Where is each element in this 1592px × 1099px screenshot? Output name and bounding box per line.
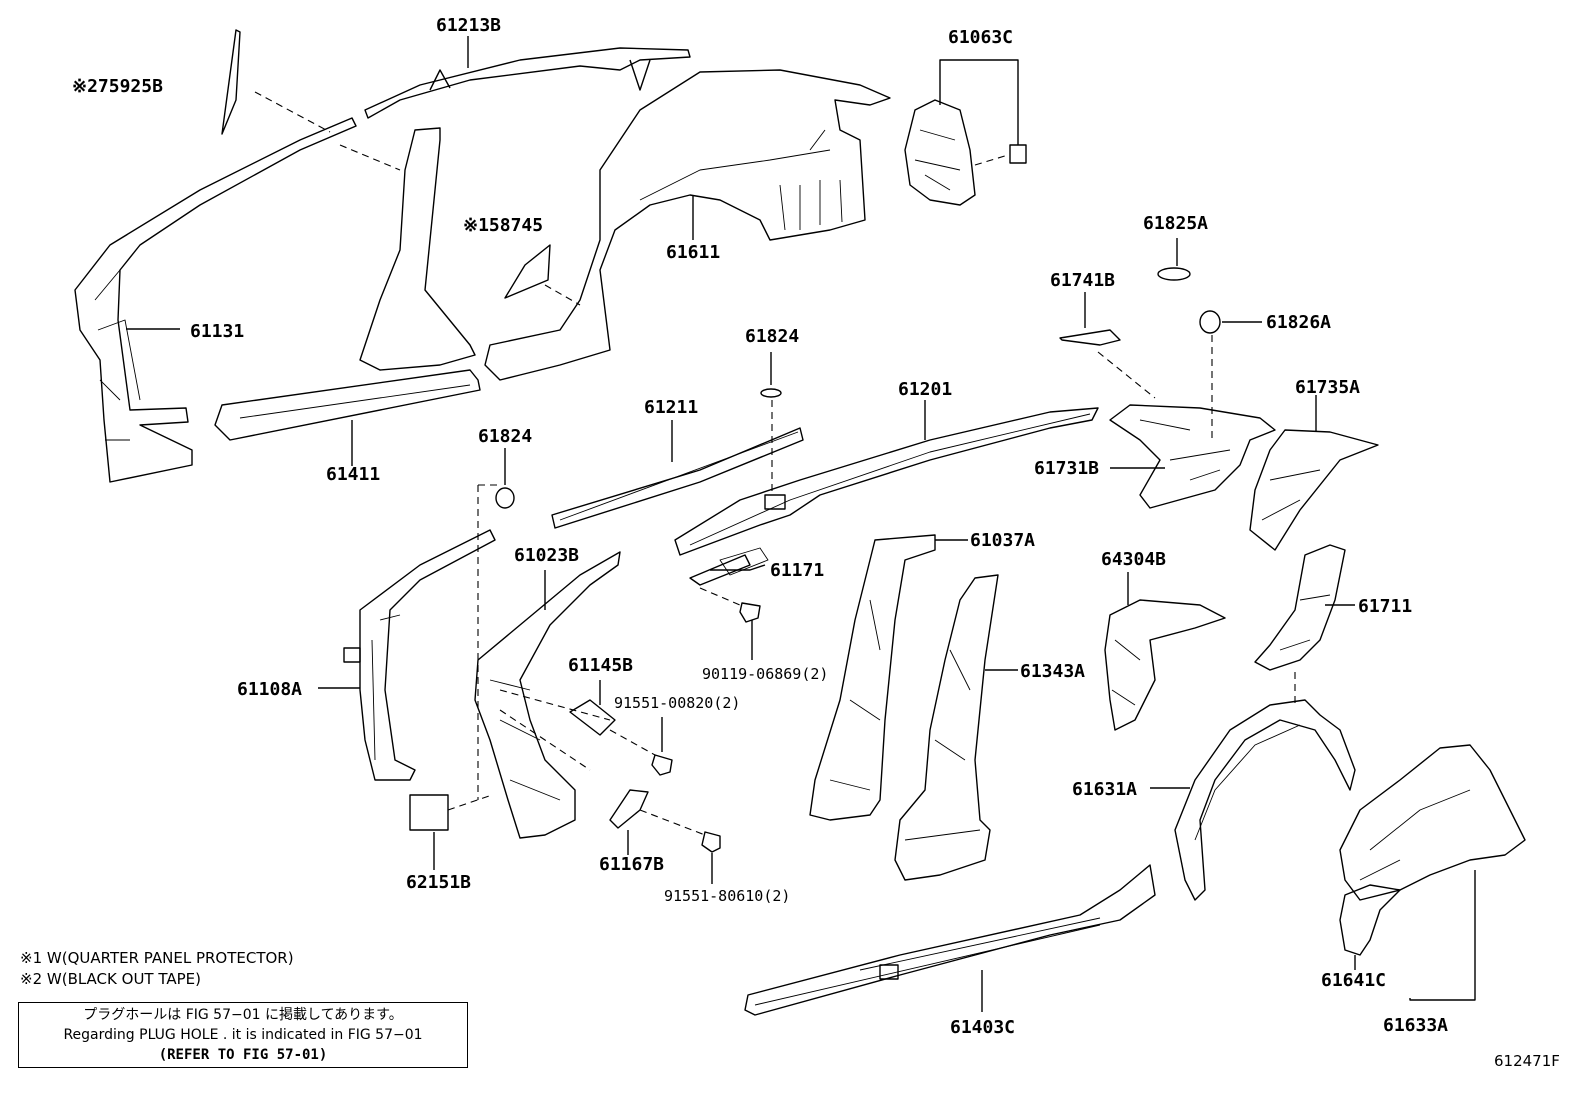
part-61641C-shape <box>1339 884 1401 970</box>
label-61167B: 61167B <box>599 854 665 875</box>
notice-jp: プラグホールは FIG 57−01 に掲載してあります。 <box>83 1007 403 1023</box>
label-61213B: 61213B <box>436 15 502 36</box>
label-91551-80610: 91551-80610(2) <box>664 887 791 905</box>
label-61611: 61611 <box>666 242 721 263</box>
figure-id: 612471F <box>1494 1052 1560 1070</box>
part-61145B-shape <box>569 680 673 776</box>
label-64304B: 64304B <box>1101 549 1167 570</box>
part-64304B-shape <box>1104 572 1226 731</box>
label-61403C: 61403C <box>950 1017 1016 1038</box>
footnote-1: ※1 W(QUARTER PANEL PROTECTOR) <box>20 949 294 967</box>
part-61411-shape <box>214 127 481 466</box>
notice-en: Regarding PLUG HOLE . it is indicated in… <box>63 1027 423 1043</box>
part-61131-shape <box>74 117 401 483</box>
label-75925B: ※275925B <box>72 76 163 97</box>
part-61037A-shape <box>809 534 968 821</box>
part-61108A-shape <box>318 484 500 800</box>
part-61023B-shape <box>409 551 621 870</box>
label-61824-left: 61824 <box>478 426 533 447</box>
part-61167B-shape <box>609 789 721 884</box>
label-61824-top: 61824 <box>745 326 800 347</box>
label-91551-00820: 91551-00820(2) <box>614 694 741 712</box>
label-61201: 61201 <box>898 379 953 400</box>
part-61611-shape <box>484 69 891 381</box>
label-61063C: 61063C <box>948 27 1014 48</box>
part-61213B-shape <box>364 36 691 119</box>
label-158745: ※158745 <box>463 215 544 236</box>
label-61037A: 61037A <box>970 530 1036 551</box>
label-90119-06869: 90119-06869(2) <box>702 665 829 683</box>
label-61741B: 61741B <box>1050 270 1116 291</box>
footnotes: ※1 W(QUARTER PANEL PROTECTOR) ※2 W(BLACK… <box>20 948 294 990</box>
part-61711-shape <box>1254 544 1355 705</box>
part-61631A-shape <box>1150 699 1356 901</box>
label-61825A: 61825A <box>1143 213 1209 234</box>
label-61735A: 61735A <box>1295 377 1361 398</box>
part-61735A-shape <box>1249 395 1379 551</box>
label-61633A: 61633A <box>1383 1015 1449 1036</box>
label-61145B: 61145B <box>568 655 634 676</box>
label-61641C: 61641C <box>1321 970 1387 991</box>
label-61343A: 61343A <box>1020 661 1086 682</box>
label-61711: 61711 <box>1358 596 1413 617</box>
label-61631A: 61631A <box>1072 779 1138 800</box>
label-61411: 61411 <box>326 464 381 485</box>
part-75925B-shape <box>221 29 331 135</box>
part-61063C-shape <box>904 59 1027 206</box>
label-62151B: 62151B <box>406 872 472 893</box>
part-61171-shape <box>689 547 769 660</box>
plug-hole-notice: プラグホールは FIG 57−01 に掲載してあります。 Regarding P… <box>18 1002 468 1068</box>
label-61826A: 61826A <box>1266 312 1332 333</box>
part-61731B-shape <box>1109 404 1276 509</box>
part-61201-shape <box>674 400 1099 556</box>
part-61741B-shape <box>1059 292 1156 399</box>
notice-refer: (REFER TO FIG 57-01) <box>158 1047 328 1063</box>
footnote-2: ※2 W(BLACK OUT TAPE) <box>20 970 201 988</box>
part-61403C-shape <box>744 864 1156 1016</box>
part-plugs-shape <box>495 238 1262 509</box>
label-61171: 61171 <box>770 560 825 581</box>
part-61211-shape <box>551 420 804 529</box>
label-61131: 61131 <box>190 321 245 342</box>
part-61633A-shape <box>1339 744 1526 1001</box>
label-61731B: 61731B <box>1034 458 1100 479</box>
label-61023B: 61023B <box>514 545 580 566</box>
part-61343A-shape <box>894 574 1018 881</box>
label-61211: 61211 <box>644 397 699 418</box>
label-61108A: 61108A <box>237 679 303 700</box>
